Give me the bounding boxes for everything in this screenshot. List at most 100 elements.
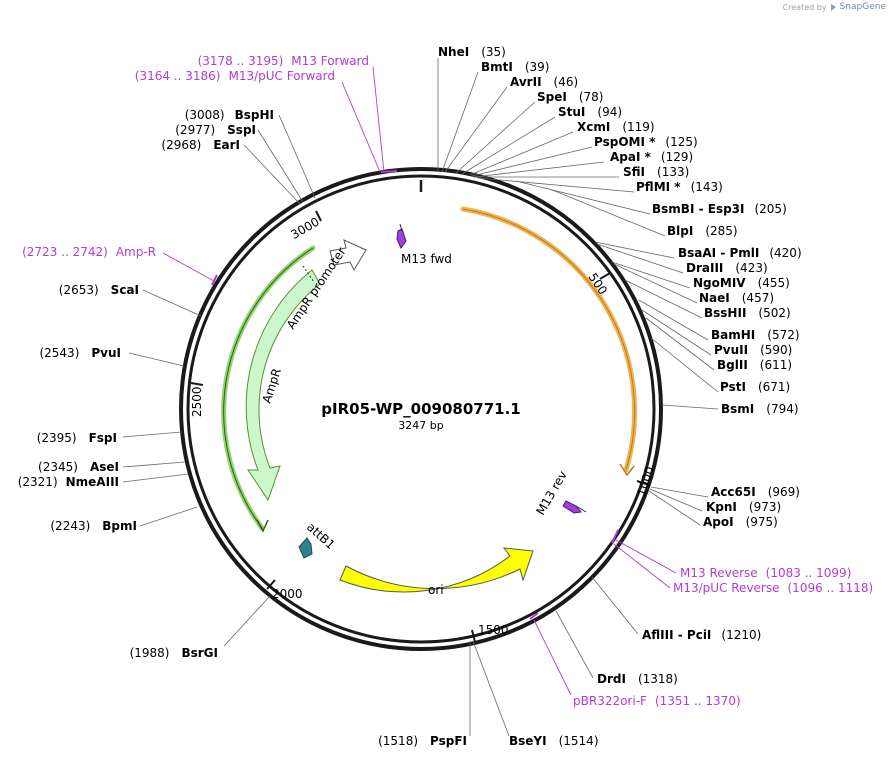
leader-bsrgi — [223, 595, 271, 647]
leader-scai — [142, 289, 202, 317]
leader-bseyi — [472, 640, 510, 737]
site-labels-right: NheI(35) BmtI(39) AvrII(46) SpeI(78) Stu… — [438, 45, 802, 748]
site-label: (3008)BspHI — [185, 108, 274, 122]
snapgene-logo-icon — [830, 3, 836, 11]
primer-leader-lines — [162, 66, 677, 696]
leader-eari — [243, 144, 301, 205]
leader-afliii — [591, 576, 639, 635]
site-label: (1518)PspFI — [378, 734, 467, 748]
leader-bsmi — [661, 404, 719, 410]
site-label: PspOMI *(125) — [594, 135, 698, 149]
leader-bpmi — [139, 506, 198, 527]
leader-m13-forward — [372, 66, 385, 173]
leader-bsshii — [624, 279, 703, 319]
tick-label-1500: 1500 — [478, 623, 509, 637]
site-label: NgoMIV(455) — [693, 276, 790, 290]
leader-bsaai — [594, 241, 675, 259]
primer-label-m13-puc-forward: (3164 .. 3186)M13/pUC Forward — [135, 69, 335, 83]
leader-apai — [473, 161, 605, 178]
m13-rev-arrow — [562, 500, 582, 514]
leader-nmeaiii — [122, 473, 189, 483]
leader-ngomiv — [611, 261, 691, 289]
pbr322ori-mark — [529, 612, 539, 620]
site-label: (2345)AseI — [38, 460, 119, 474]
leader-bsphi — [278, 114, 316, 199]
position-ticks — [190, 210, 650, 643]
tick-1500 — [471, 629, 476, 643]
site-label: (2243)BpmI — [50, 519, 137, 533]
site-label: (2653)ScaI — [59, 283, 139, 297]
leader-pspomi — [471, 146, 593, 177]
leader-bamhi — [638, 299, 709, 341]
backbone-outer-ring — [179, 167, 663, 651]
tick-500 — [599, 272, 611, 280]
site-label: (2543)PvuI — [39, 346, 121, 360]
primer-label-m13-forward: (3178 .. 3195)M13 Forward — [198, 54, 369, 68]
primer-labels: (3178 .. 3195)M13 Forward (3164 .. 3186)… — [22, 54, 873, 708]
site-label: DrdI(1318) — [597, 672, 678, 686]
site-label: DraIII(423) — [686, 261, 768, 275]
ori-label: ori — [428, 583, 444, 597]
backbone-inner-ring — [186, 174, 656, 644]
site-label: BsaAI - PmlI(420) — [678, 246, 802, 260]
leader-kpni — [649, 488, 703, 512]
amp-r-mark — [211, 274, 218, 286]
site-label: (2321)NmeAIII — [18, 475, 119, 489]
ampr-promoter-feature — [329, 239, 367, 272]
tick-label-1000: 1000 — [634, 465, 657, 498]
m13-rev-stem — [575, 505, 587, 513]
site-label: NaeI(457) — [699, 291, 774, 305]
primer-label-pbr322ori-f: pBR322ori-F(1351 .. 1370) — [573, 694, 741, 708]
site-label: BseYI(1514) — [509, 734, 599, 748]
leader-pvui — [128, 352, 185, 367]
leader-pbr322ori-f — [533, 619, 572, 696]
leader-fspi — [122, 431, 183, 438]
tick-2500 — [190, 382, 204, 386]
leader-m13-puc-forward — [341, 81, 381, 173]
feature-arc-orange-head — [619, 463, 635, 477]
plasmid-length: 3247 bp — [398, 419, 443, 432]
site-label: (1988)BsrGI — [130, 646, 218, 660]
site-label: NheI(35) — [438, 45, 506, 59]
plasmid-name: pIR05-WP_009080771.1 — [321, 400, 520, 418]
leader-amp-r — [162, 252, 215, 282]
leader-blpi — [549, 188, 666, 237]
site-label: BmtI(39) — [481, 60, 550, 74]
m13-fwd-arrow — [396, 228, 407, 250]
site-label: BamHI(572) — [711, 328, 800, 342]
leader-m13-reverse — [615, 539, 677, 574]
leader-bsmbi — [515, 180, 651, 215]
tick-label-2000: 2000 — [272, 587, 303, 601]
primer-label-m13-reverse: M13 Reverse(1083 .. 1099) — [680, 566, 851, 580]
site-label: StuI(94) — [558, 105, 622, 119]
site-label: BsmBI - Esp3I(205) — [652, 202, 787, 216]
site-label: ApaI *(129) — [610, 150, 693, 164]
site-label: XcmI(119) — [577, 120, 655, 134]
ampr-feature-arrow — [245, 269, 321, 502]
leader-psti — [650, 337, 719, 393]
site-labels-left: (1518)PspFI (1988)BsrGI (2243)BpmI (2321… — [18, 108, 467, 748]
leader-pflmi — [477, 177, 635, 193]
leader-draiii — [596, 243, 684, 274]
tick-3000 — [315, 210, 322, 222]
site-label: PstI(671) — [720, 380, 790, 394]
leader-m13-puc-reverse — [613, 543, 671, 589]
leader-apoi — [648, 490, 701, 526]
leader-drdi — [555, 610, 594, 679]
leader-bglii — [645, 317, 715, 371]
leader-pvuii — [641, 309, 712, 356]
site-label: PflMI *(143) — [636, 180, 723, 194]
site-label: BssHII(502) — [704, 306, 791, 320]
site-label: AvrII(46) — [510, 75, 578, 89]
tick-1000 — [636, 480, 650, 486]
m13-rev-label: M13 rev — [533, 468, 569, 517]
credit-text: Created by — [782, 2, 827, 12]
site-label: (2977)SspI — [175, 123, 256, 137]
leader-xcmi — [469, 131, 574, 176]
site-label: SfiI(133) — [623, 165, 689, 179]
leader-bmti — [441, 71, 479, 173]
site-label: BlpI(285) — [667, 224, 738, 238]
site-label: SpeI(78) — [537, 90, 603, 104]
ampr-green-arc-head — [256, 519, 269, 533]
